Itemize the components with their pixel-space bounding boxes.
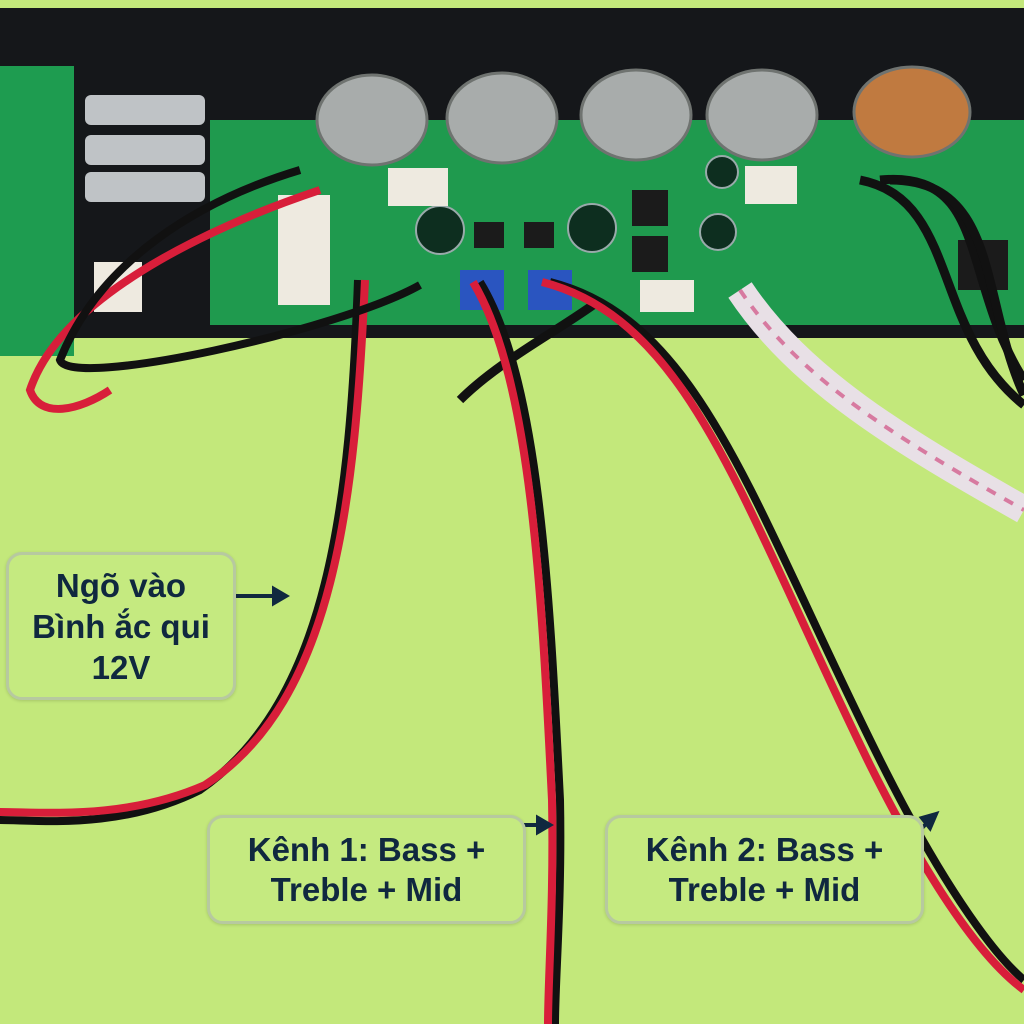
channel-2-label: Kênh 2: Bass + Treble + Mid <box>605 815 924 924</box>
label-line: 12V <box>91 648 151 686</box>
potentiometer-knobs <box>315 65 972 167</box>
label-line: Treble + Mid <box>668 870 861 908</box>
channel-1-wires <box>469 279 565 1024</box>
channel-1-label: Kênh 1: Bass + Treble + Mid <box>207 815 526 924</box>
jacks <box>85 95 205 202</box>
label-line: Ngõ vào <box>55 566 187 604</box>
side-pcb <box>0 66 74 356</box>
label-line: Treble + Mid <box>270 870 463 908</box>
connectors <box>94 166 797 312</box>
label-line: Bình ắc qui <box>32 607 210 645</box>
capacitors <box>415 155 739 255</box>
pointer-arrows <box>236 585 940 836</box>
black-cable-bundle <box>456 174 1024 409</box>
label-line: Kênh 2: Bass + <box>645 830 884 868</box>
chips <box>474 190 1008 290</box>
label-line: Kênh 1: Bass + <box>247 830 486 868</box>
battery-input-wires <box>0 166 422 826</box>
battery-input-label: Ngõ vào Bình ắc qui 12V <box>6 552 236 700</box>
channel-2-wires <box>541 278 1024 994</box>
